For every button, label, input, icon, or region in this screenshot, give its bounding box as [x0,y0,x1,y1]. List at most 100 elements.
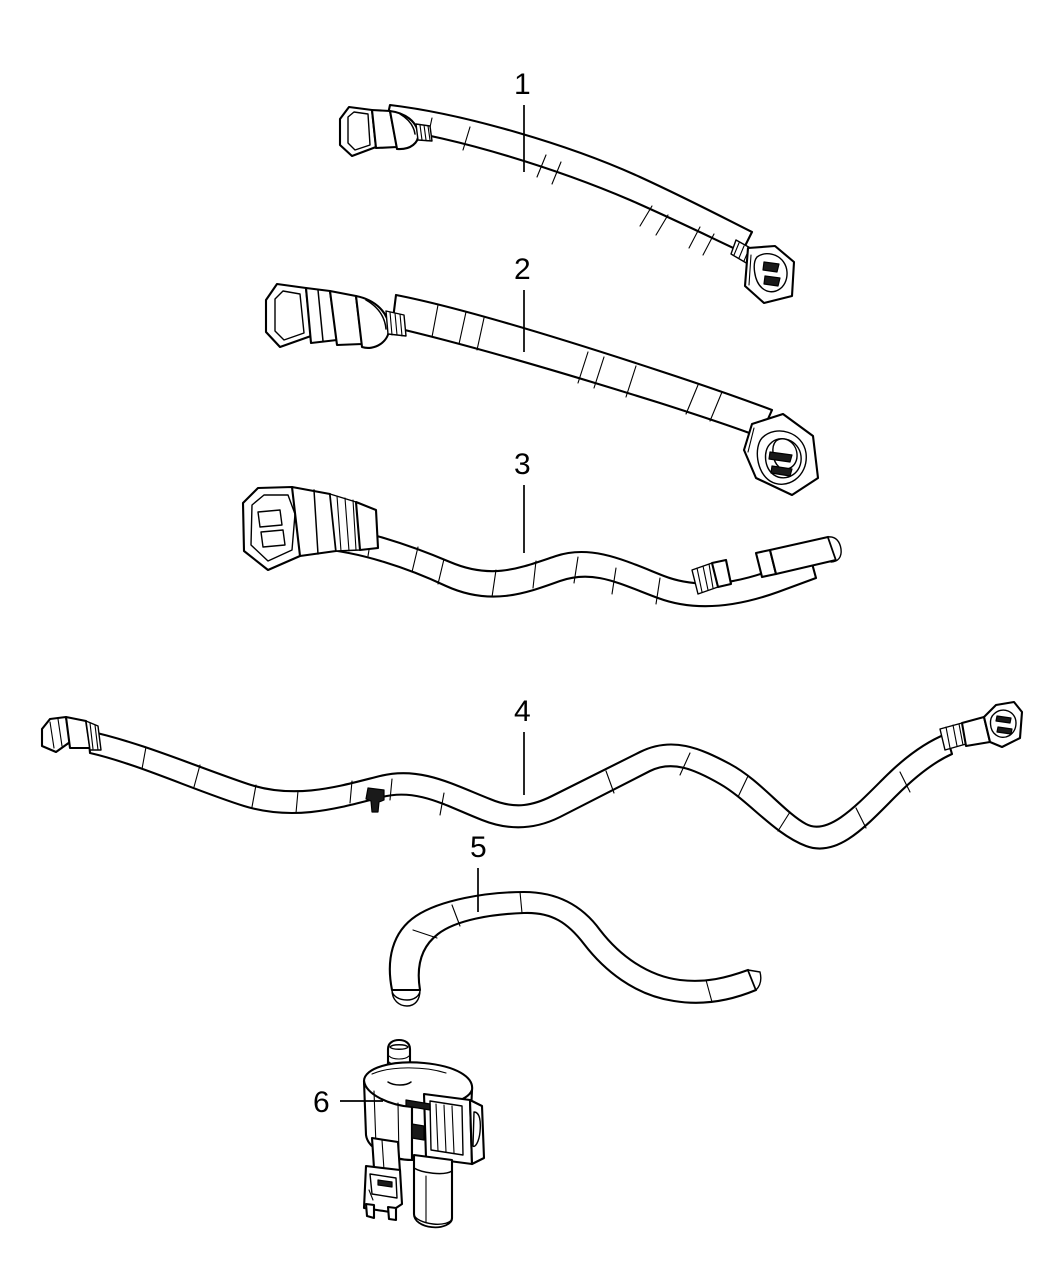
part-3-oring-a [710,558,733,589]
part-4-tube-body [86,729,954,850]
part-3-vapor-hose-sbend [241,485,842,608]
part-3-tube-end-right [691,535,842,595]
part-2-connector-left-rib-lines [389,311,403,337]
part-2-ring [476,317,485,351]
part-4-ring [439,792,445,816]
part-4-connector-left-rib-lines [89,722,99,751]
part-6-connector-leg-a [364,1202,376,1220]
part-6-bottom-nipple-open [413,1213,453,1228]
part-2-ring [709,391,723,422]
part-4-ring [605,770,615,794]
callout-number-6: 6 [313,1086,330,1119]
part-1-connector-right-tab-a [762,261,780,273]
part-3-ring [655,577,661,605]
part-3-hose-body [316,523,818,608]
part-6-module-boss [472,1111,482,1148]
part-6-module-inner [429,1100,464,1156]
callout-number-3: 3 [514,448,531,481]
part-2-connector-right-tab-a [768,451,793,463]
part-5-open-end-left [391,989,421,1007]
part-4-clip-body [365,787,385,813]
part-4-connector-left [40,715,102,754]
part-1-ring [462,126,471,151]
part-6-bottom-nipple-ring [413,1167,453,1175]
part-2-connector-left-seam [317,289,324,342]
part-4-retaining-clip [365,787,385,813]
part-1-connector-left-cap-inner [347,111,371,151]
part-2-ring [685,384,699,415]
part-2-ring [458,311,467,345]
part-6-connector-mark [368,1189,374,1201]
part-3-tube-lower [730,574,758,583]
part-3-connector-left-seam [313,489,319,555]
part-5-inner [412,929,438,939]
part-6-electrical-connector [362,1136,404,1222]
part-4-ring [349,780,353,804]
part-4-ring [855,807,867,829]
callout-number-4: 4 [514,695,531,728]
part-6-electrical-module [405,1092,486,1166]
part-1-vapor-hose-short [338,103,796,305]
callout-number-1: 1 [514,68,531,101]
part-4-ring [777,811,791,832]
part-2-connector-right-edge [747,427,755,453]
part-1-connector-right-bore [753,253,788,293]
part-5-open-end-right [747,969,762,991]
part-1-connector-left-rib-lines [419,124,431,141]
part-1-ring [536,154,547,178]
part-3-ring [532,560,537,589]
part-2-ring [593,356,605,389]
part-6-top-cap-hl [371,1067,447,1075]
part-5-ring [519,891,523,914]
part-4-ring [251,784,257,808]
part-2-ring [431,304,439,338]
part-6-nipple-base [387,1081,412,1086]
part-1-connector-right [730,239,796,305]
part-5-hose-sbend-plain [388,890,762,1007]
part-1-ring [688,226,701,249]
part-2-vapor-hose-large [264,282,820,497]
part-1-connector-left-hl [399,113,416,135]
part-1-connector-right-tab-b [763,275,781,287]
part-3-ring [437,558,445,585]
part-1-hose-body [383,103,754,254]
part-6-top-nipple-bore [389,1044,409,1050]
part-3-connector-left-face [250,494,296,562]
part-3-barb-rib-lines [696,563,714,593]
part-2-ring [625,365,637,398]
part-4-connector-left-lines [49,718,63,749]
part-6-top-nipple-rib [388,1055,410,1060]
part-4-connector-right-tab-b [996,726,1013,735]
part-2-connector-right-tab-b [770,465,793,477]
part-2-connector-left [264,282,407,349]
part-3-connector-left-slot-b [260,529,286,548]
part-4-ring [737,775,749,798]
part-4-vapor-tube-long [40,700,1024,850]
part-3-connector-left [241,485,380,572]
part-2-connector-left-hl [365,299,387,330]
part-2-connector-right [742,412,820,497]
part-6-bottom-nipple [412,1153,454,1229]
part-1-ring [639,205,653,227]
part-1-ring [551,161,562,185]
callout-number-5: 5 [470,831,487,864]
part-4-ring [899,771,911,793]
part-6-bottom-nipple-body [412,1153,454,1229]
part-6-connector-neck-seam [381,1139,385,1171]
part-2-hose-body [390,293,774,439]
part-6-connector-pin-slot [377,1179,393,1188]
part-3-tube-open-end [827,536,842,563]
part-4-connector-right-tab-a [995,715,1012,724]
part-5-ring [451,904,461,927]
part-4-connector-right-rib-lines [945,723,964,749]
part-1-ring [702,233,715,256]
part-4-ring [679,752,691,776]
part-1-connector-left [338,105,433,158]
part-2-ring [577,351,589,384]
part-3-connector-left-slot-a [257,509,283,528]
part-4-ring [389,778,393,801]
part-4-ring [295,790,299,814]
callout-number-2: 2 [514,253,531,286]
